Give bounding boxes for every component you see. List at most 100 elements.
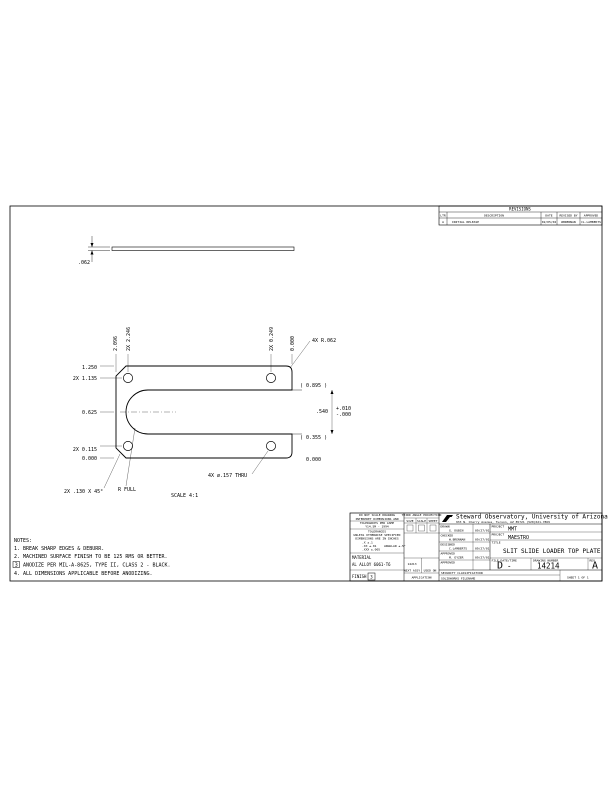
- dim-thickness: .062: [78, 260, 90, 266]
- company-name: Steward Observatory, University of Arizo…: [456, 514, 608, 521]
- revisions-table: REVISIONS LTR DESCRIPTION DATE REVISED B…: [438, 205, 603, 226]
- rev-row-description: INITIAL RELEASE: [452, 220, 479, 224]
- dim-ref-0895: ( 0.895 ): [300, 383, 327, 389]
- material-label: MATERIAL: [352, 555, 372, 560]
- project2-value: MAESTRO: [508, 535, 529, 541]
- dim-tol-plus: +.010: [336, 406, 351, 412]
- signoff-approved-date: 09/27/01: [475, 556, 490, 560]
- dim-top-0000: 0.000: [290, 336, 296, 351]
- revisions-title: REVISIONS: [509, 207, 531, 212]
- plate-outline: [115, 365, 293, 459]
- finish-flag: 3: [370, 575, 373, 580]
- size-header: SIZE: [406, 519, 413, 523]
- size-value: D: [497, 561, 503, 572]
- tolerance-units: DIMENSIONS ARE IN INCHES: [355, 537, 399, 541]
- scale-warning-3: TOLERANCES PER ASME: [360, 521, 395, 525]
- drawing-scale: SCALE 4:1: [171, 493, 198, 499]
- signoff-designed-name: C.LAMBERTS: [449, 547, 467, 551]
- dim-2096: 2.096: [113, 336, 119, 351]
- hole-bottom-left: [123, 441, 133, 451]
- rev-col-date: DATE: [545, 214, 552, 218]
- drawing-title: SLIT SLIDE LOADER TOP PLATE: [503, 548, 601, 555]
- signoff-checked-name: W.BRENNAN: [449, 538, 465, 542]
- notes: NOTES: 1. BREAK SHARP EDGES & DEBURR. 2.…: [12, 538, 171, 577]
- size-dash: -: [507, 562, 512, 571]
- dim-corner-radius: 4X R.062: [312, 338, 336, 344]
- title-label: TITLE: [492, 541, 501, 545]
- tolerance-angular: ANGULAR ±.5°: [384, 544, 406, 548]
- project2-label: PROJECT: [492, 533, 505, 537]
- signoff-approved-label: APPROVED: [441, 552, 456, 556]
- rev-row-approved: CL.LAMBERTS: [581, 220, 601, 224]
- finish-label: FINISH: [352, 574, 367, 579]
- rev-col-ltr: LTR: [440, 214, 446, 218]
- dim-2x-0249: 2X 0.249: [269, 327, 275, 351]
- dim-1250: 1.250: [82, 365, 97, 371]
- dim-ref-0355: ( 0.355 ): [300, 435, 327, 441]
- signoff-approved-name: M. EYZER: [449, 556, 464, 560]
- top-view: 2.096 2X 2.246 2X 0.249 0.000 4X R.062 1…: [64, 327, 351, 499]
- side-view: .062: [78, 236, 295, 266]
- note-3-flag: 3: [15, 563, 18, 569]
- scale-warning-2: INTERPRET DIMENSIONS AND: [355, 517, 399, 521]
- project-label: PROJECT: [492, 525, 505, 529]
- dim-0625: 0.625: [82, 410, 97, 416]
- dim-slot-radius: R FULL: [118, 487, 136, 493]
- hole-bottom-right: [266, 441, 276, 451]
- rev-row-ltr: A: [442, 220, 444, 224]
- signoff-drawn-name: G. DUBIN: [449, 529, 464, 533]
- tolerance-title: TOLERANCES: [368, 530, 386, 534]
- note-3: ANODIZE PER MIL-A-8625, TYPE II, CLASS 2…: [23, 563, 171, 569]
- hole-top-left: [123, 373, 133, 383]
- signoff-checked-date: 09/27/01: [475, 538, 490, 542]
- dim-right-0000: 0.000: [306, 457, 321, 463]
- tolerance-x: .X ±.1: [362, 541, 373, 545]
- notes-heading: NOTES:: [14, 538, 32, 544]
- dim-tol-minus: -.000: [336, 412, 351, 418]
- note-2: 2. MACHINED SURFACE FINISH TO BE 125 RMS…: [14, 554, 168, 560]
- signoff-checked-label: CHECKED: [441, 534, 454, 538]
- signoff-drawn-label: DRAWN: [441, 525, 450, 529]
- file-date-label: FILE DATE/TIME: [492, 559, 517, 563]
- rev-col-revised-by: REVISED BY: [559, 214, 577, 218]
- next-assy-label: NEXT ASSY: [404, 569, 420, 573]
- rev-value: A: [592, 561, 598, 572]
- rev-label: REV: [590, 559, 596, 563]
- dim-slot-width: .540: [316, 409, 328, 415]
- used-on-label: USED ON: [424, 569, 437, 573]
- project-value: MMT: [508, 527, 517, 533]
- hole-top-right: [266, 373, 276, 383]
- third-angle-label: THIRD ANGLE PROJECTION: [402, 513, 442, 517]
- tolerance-unless: UNLESS OTHERWISE SPECIFIED: [354, 533, 401, 537]
- tolerance-xx: .XX ±.01: [362, 544, 377, 548]
- signoff-drawn-date: 09/27/01: [475, 529, 490, 533]
- note-4: 4. ALL DIMENSIONS APPLICABLE BEFORE ANOD…: [14, 571, 152, 577]
- signoff-designed-date: 09/27/01: [475, 547, 490, 551]
- drawing-number: 14214: [537, 562, 560, 571]
- dim-2x-2246: 2X 2.246: [126, 327, 132, 351]
- material-value: AL ALLOY 6061-T6: [352, 562, 391, 567]
- rev-row-revised-by: WBRENNAN: [561, 220, 576, 224]
- dim-holes: 4X ø.157 THRU: [208, 473, 247, 479]
- next-assy-number: 14213: [407, 562, 416, 566]
- signoff-approved2-label: APPROVED: [441, 561, 456, 565]
- application-label: APPLICATION: [412, 576, 432, 580]
- tolerance-xxx: .XXX ±.005: [362, 548, 380, 552]
- security-classification-label: SECURITY CLASSIFICATION: [441, 571, 483, 575]
- drawing-number-label: DRAWING NUMBER: [533, 559, 558, 563]
- sheet-value: SHEET 1 OF 1: [567, 576, 589, 580]
- rev-col-description: DESCRIPTION: [484, 214, 504, 218]
- title-block: DO NOT SCALE DRAWING INTERPRET DIMENSION…: [349, 512, 608, 582]
- rev-row-date: 02/05/02: [542, 220, 557, 224]
- dim-left-0000: 0.000: [82, 456, 97, 462]
- company-address: 933 N. Cherry Avenue, Tucson, AZ 85721 (…: [456, 520, 550, 524]
- dim-2x-1135: 2X 1.135: [73, 376, 97, 382]
- signoff-designed-label: DESIGNED: [441, 543, 456, 547]
- company-logo-icon: [442, 515, 453, 522]
- solidworks-filename-label: SOLIDWORKS FILENAME: [441, 577, 476, 581]
- dim-2x-0115: 2X 0.115: [73, 447, 97, 453]
- rev-col-approved: APPROVED: [584, 214, 599, 218]
- scale-warning-4: Y14.5M - 1994: [365, 525, 389, 529]
- dim-chamfer: 2X .130 X 45°: [64, 489, 103, 495]
